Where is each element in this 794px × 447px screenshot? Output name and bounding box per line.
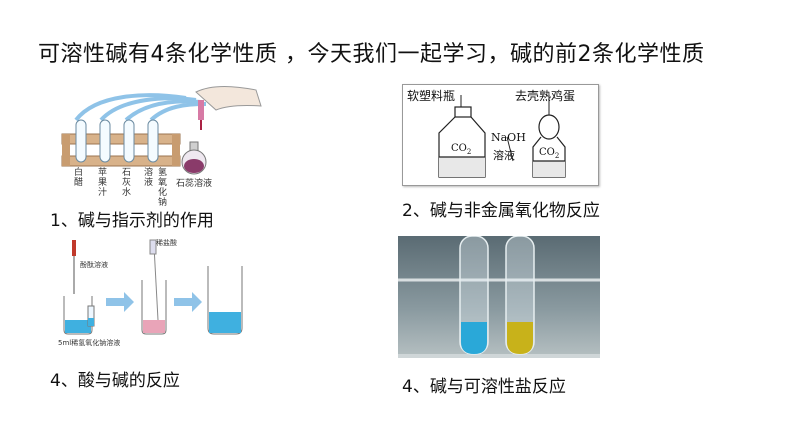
- beaker-2: [141, 239, 167, 335]
- caption-neutralization: 4、酸与碱的反应: [50, 371, 180, 391]
- co2-illustration: 软塑料瓶 去壳熟鸡蛋 NaOH 溶液 CO2 CO2: [402, 84, 599, 186]
- tube-label-3: 石灰水: [122, 168, 132, 198]
- plastic-bottle: [438, 106, 486, 178]
- acid-label: 稀盐酸: [156, 239, 177, 247]
- tube-label-4: 溶液: [144, 168, 154, 188]
- yellow-test-tube: [505, 236, 535, 355]
- small-vial: [87, 305, 95, 327]
- indicator-illustration: 白醋 苹果汁 石灰水 溶液 氢氧化钠 石蕊溶液: [56, 84, 266, 208]
- caption-co2: 2、碱与非金属氧化物反应: [402, 201, 600, 221]
- co2-left-label: CO2: [451, 143, 472, 156]
- beaker-label: 5ml稀氢氧化钠溶液: [58, 339, 121, 347]
- dropper-label: 酚酞溶液: [80, 261, 108, 269]
- neutralization-illustration: 酚酞溶液 稀盐酸 5ml稀氢氧化钠溶液: [58, 236, 248, 347]
- test-tube-photo: [398, 236, 600, 358]
- test-tubes: [75, 119, 159, 163]
- flask-with-egg: [532, 114, 566, 178]
- blue-test-tube: [459, 236, 489, 355]
- solution-label: 溶液: [493, 149, 515, 162]
- dropper-icon: [198, 100, 204, 130]
- beaker-1: [63, 296, 93, 335]
- co2-right-label: CO2: [539, 147, 560, 160]
- tube-rack: [61, 133, 181, 167]
- caption-salt: 4、碱与可溶性盐反应: [402, 377, 566, 397]
- dropper-arrows: [74, 93, 207, 122]
- tube-label-1: 白醋: [74, 168, 84, 188]
- tube-label-5: 氢氧化钠: [158, 168, 168, 208]
- page-title: 可溶性碱有4条化学性质 ，今天我们一起学习，碱的前2条化学性质: [38, 42, 705, 67]
- naoh-label: NaOH: [491, 131, 526, 144]
- arrow-2: [174, 292, 202, 312]
- tube-label-2: 苹果汁: [98, 168, 108, 198]
- hand-icon: [195, 86, 262, 111]
- caption-indicator: 1、碱与指示剂的作用: [50, 211, 214, 231]
- egg-label: 去壳熟鸡蛋: [515, 89, 576, 103]
- indicator-bottle: [181, 141, 207, 175]
- dropper-icon: [72, 240, 76, 294]
- indicator-label: 石蕊溶液: [176, 179, 213, 189]
- arrow-1: [106, 292, 134, 312]
- beaker-3: [207, 266, 243, 335]
- bottle-label: 软塑料瓶: [407, 89, 456, 103]
